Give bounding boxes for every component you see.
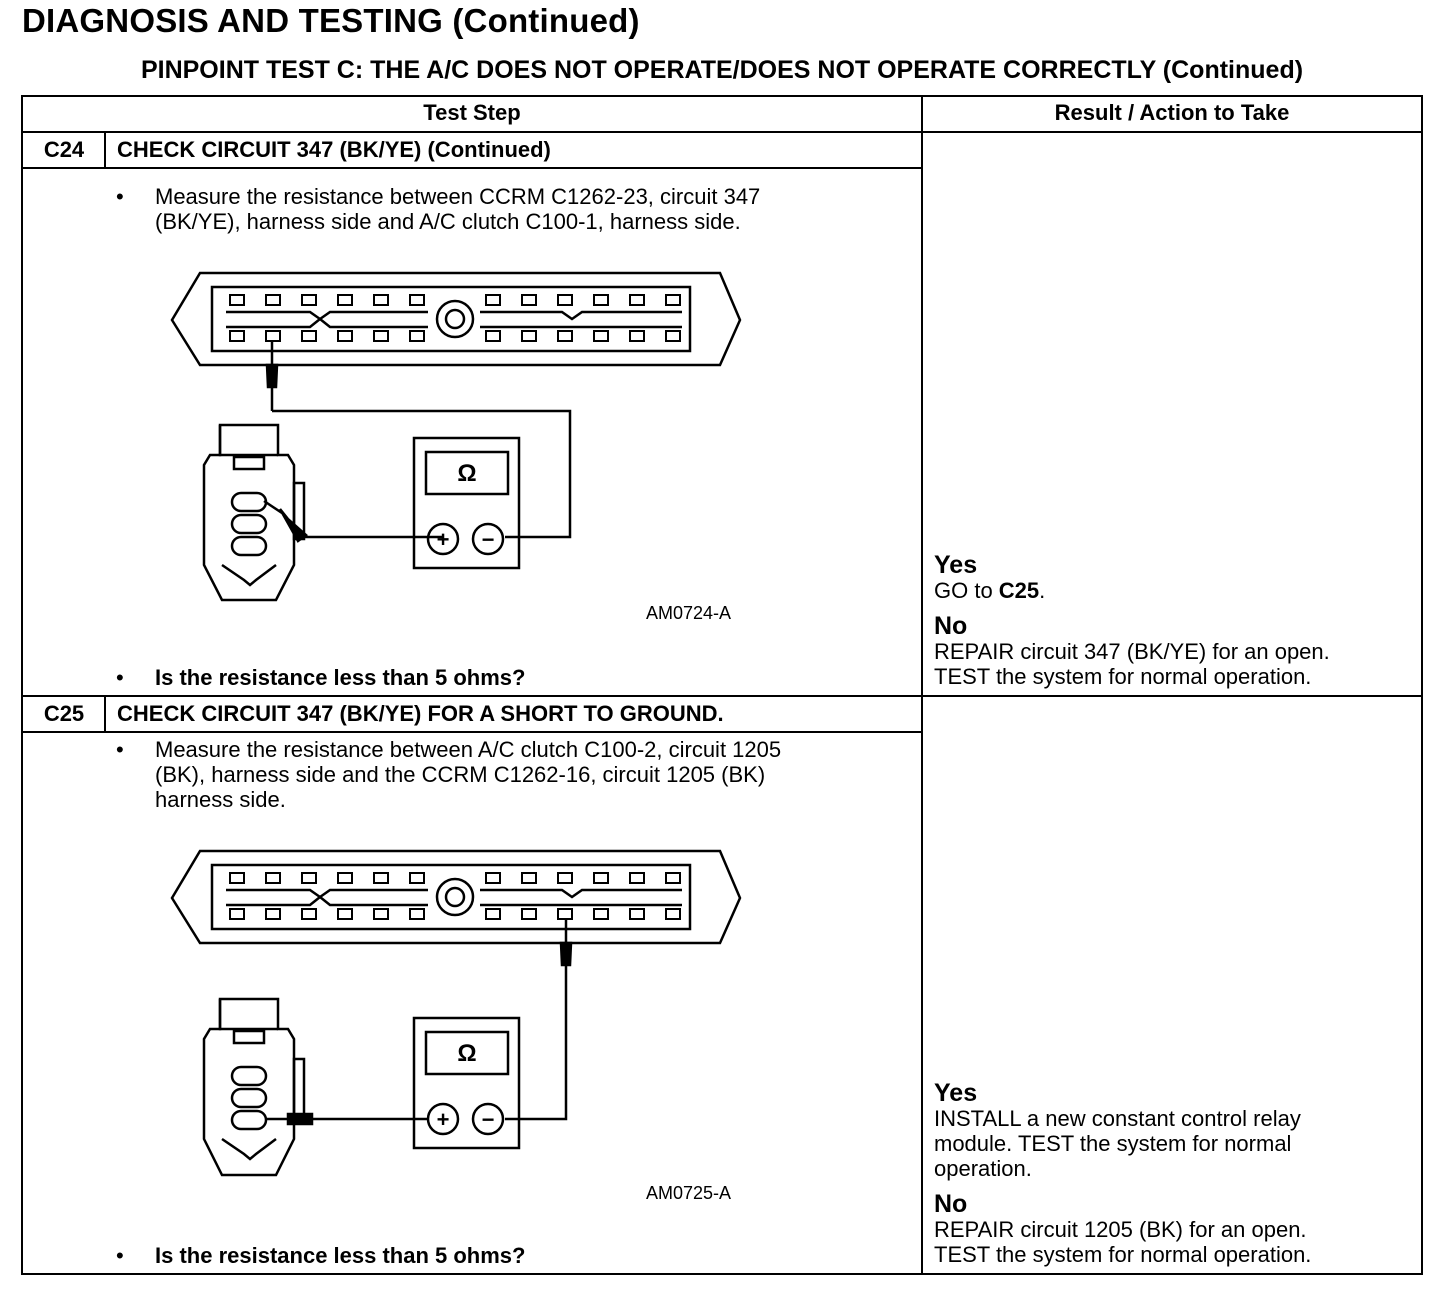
step-question: Is the resistance less than 5 ohms? <box>155 1243 526 1268</box>
step-id: C25 <box>43 701 85 726</box>
yes-action: GO to <box>934 578 999 603</box>
instruction-line: harness side. <box>155 787 286 812</box>
result-yes-label: Yes <box>934 551 978 579</box>
figure-id: AM0724-A <box>646 603 732 623</box>
step-title: CHECK CIRCUIT 347 (BK/YE) (Continued) <box>117 137 551 162</box>
instruction-line: Measure the resistance between A/C clutc… <box>155 737 782 762</box>
instruction-line: (BK), harness side and the CCRM C1262-16… <box>155 762 766 787</box>
step-title-divider <box>21 731 923 733</box>
column-header-result: Result / Action to Take <box>1054 100 1290 125</box>
yes-punct: . <box>1039 578 1046 603</box>
meter-lead-negative <box>272 409 572 539</box>
instruction-line: (BK/YE), harness side and A/C clutch C10… <box>155 209 741 234</box>
result-no-label: No <box>934 612 968 640</box>
bullet-mark: • <box>116 737 124 762</box>
minus-terminal-label: − <box>482 1107 495 1132</box>
column-header-test-step: Test Step <box>423 100 521 125</box>
step-title: CHECK CIRCUIT 347 (BK/YE) FOR A SHORT TO… <box>117 701 724 726</box>
step-instruction: Measure the resistance between A/C clutc… <box>155 737 781 812</box>
no-line: REPAIR circuit 1205 (BK) for an open. <box>934 1217 1307 1242</box>
result-yes-text: INSTALL a new constant control relay mod… <box>934 1106 1414 1181</box>
meter-lead-negative <box>505 965 568 1121</box>
yes-next-step: C25 <box>998 578 1040 603</box>
result-no-text: REPAIR circuit 1205 (BK) for an open. TE… <box>934 1217 1414 1267</box>
ohmmeter <box>412 436 521 570</box>
ohm-symbol: Ω <box>457 1040 476 1067</box>
step-id: C24 <box>43 137 85 162</box>
yes-line: INSTALL a new constant control relay <box>934 1106 1301 1131</box>
step-title-divider <box>21 167 923 169</box>
step-id-divider <box>104 131 106 168</box>
bullet-mark: • <box>116 184 124 209</box>
ccrm-connector-shape <box>170 271 742 367</box>
plus-terminal-label: + <box>437 527 450 552</box>
no-line: TEST the system for normal operation. <box>934 664 1312 689</box>
ohmmeter <box>412 1016 521 1150</box>
bullet-mark: • <box>116 1243 124 1268</box>
instruction-line: Measure the resistance between CCRM C126… <box>155 184 761 209</box>
ccrm-connector-shape <box>170 849 742 945</box>
result-yes-label: Yes <box>934 1079 978 1107</box>
no-line: TEST the system for normal operation. <box>934 1242 1312 1267</box>
result-no-label: No <box>934 1190 968 1218</box>
test-table <box>21 95 1423 1275</box>
step-id-divider <box>104 695 106 732</box>
header-divider <box>21 131 1423 133</box>
column-divider <box>921 95 923 1275</box>
ac-clutch-connector-shape <box>202 997 296 1177</box>
no-line: REPAIR circuit 347 (BK/YE) for an open. <box>934 639 1330 664</box>
figure-id: AM0725-A <box>646 1183 732 1203</box>
step-question: Is the resistance less than 5 ohms? <box>155 665 526 690</box>
ohm-symbol: Ω <box>457 460 476 487</box>
page-subtitle: PINPOINT TEST C: THE A/C DOES NOT OPERAT… <box>140 56 1304 84</box>
wiring-diagram: Ω + − <box>170 271 742 602</box>
yes-line: operation. <box>934 1156 1032 1181</box>
wiring-diagram: Ω + − <box>170 849 742 1177</box>
yes-line: module. TEST the system for normal <box>934 1131 1292 1156</box>
minus-terminal-label: − <box>482 527 495 552</box>
result-no-text: REPAIR circuit 347 (BK/YE) for an open. … <box>934 639 1414 689</box>
step-instruction: Measure the resistance between CCRM C126… <box>155 184 760 234</box>
page-title: DIAGNOSIS AND TESTING (Continued) <box>22 2 640 39</box>
result-yes-text: GO to C25. <box>934 578 1414 603</box>
row-divider <box>21 695 1423 697</box>
bullet-mark: • <box>116 665 124 690</box>
plus-terminal-label: + <box>437 1107 450 1132</box>
